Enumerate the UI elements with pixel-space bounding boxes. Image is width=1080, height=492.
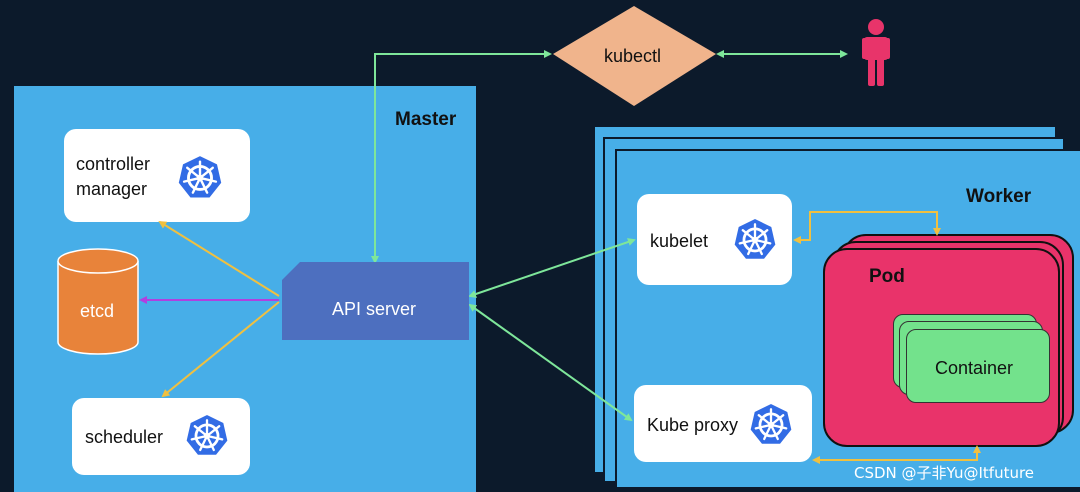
pod-label: Pod xyxy=(869,266,905,287)
person-icon xyxy=(862,19,890,86)
container-box[interactable] xyxy=(906,329,1050,403)
arrow-kubectl-api xyxy=(371,50,552,264)
arrow-api-scheduler xyxy=(161,301,280,398)
arrow-kubelet-pod xyxy=(793,211,941,244)
kubelet-label: kubelet xyxy=(650,231,709,251)
scheduler-card[interactable]: scheduler xyxy=(72,398,250,475)
etcd-label: etcd xyxy=(80,301,115,321)
etcd-cylinder xyxy=(57,248,139,355)
arrow-kubeproxy-pod xyxy=(812,445,981,464)
arrow-api-kubeproxy xyxy=(468,303,633,422)
kubectl-label: kubectl xyxy=(604,46,662,66)
api-server-label: API server xyxy=(332,299,417,319)
kube-proxy-card[interactable]: Kube proxy xyxy=(634,385,812,462)
kube-proxy-label: Kube proxy xyxy=(647,415,739,435)
kubernetes-logo-icon xyxy=(749,402,793,446)
controller-manager-label-line1: controller xyxy=(76,154,151,174)
kubectl-diamond xyxy=(553,6,716,106)
arrow-api-controller xyxy=(158,220,280,297)
controller-manager-label-line2: manager xyxy=(76,179,148,199)
scheduler-label: scheduler xyxy=(85,427,164,447)
kubelet-card[interactable]: kubelet xyxy=(637,194,792,285)
arrow-api-kubelet xyxy=(468,238,636,298)
api-server-shape xyxy=(282,262,469,340)
worker-title: Worker xyxy=(966,186,1032,207)
controller-manager-card[interactable]: controller manager xyxy=(64,129,250,222)
container-label: Container xyxy=(935,358,1014,378)
kubernetes-logo-icon xyxy=(177,154,223,199)
kubernetes-logo-icon xyxy=(185,413,229,457)
kubernetes-logo-icon xyxy=(733,217,777,261)
watermark-text: CSDN @子非Yu@Itfuture xyxy=(854,464,1035,482)
